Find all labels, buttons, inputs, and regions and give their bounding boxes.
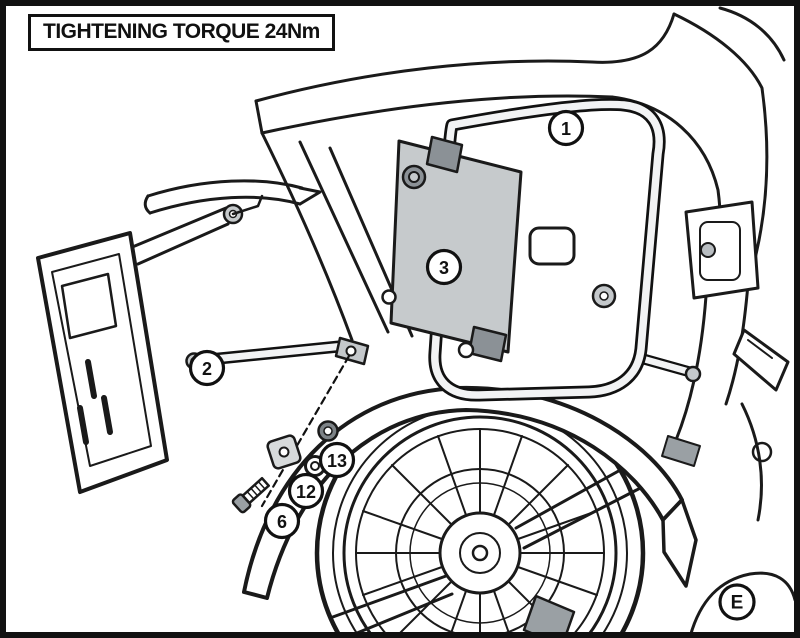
tail-light <box>684 200 760 300</box>
license-plate-holder <box>36 194 264 494</box>
square-washer <box>266 434 302 470</box>
brake-caliper <box>522 594 576 638</box>
callout-3-label: 3 <box>439 258 449 278</box>
footpeg <box>661 435 701 467</box>
turn-signal <box>732 328 790 392</box>
callout-2-label: 2 <box>202 359 212 379</box>
screw-part <box>231 476 270 514</box>
side-panel-details <box>528 226 617 309</box>
callout-12-label: 12 <box>296 482 316 502</box>
callouts: 1 2 3 13 12 6 <box>188 109 756 621</box>
callout-13-label: 13 <box>327 451 347 471</box>
panel-letter: E <box>731 593 744 614</box>
mounting-plate <box>381 135 523 363</box>
spokes <box>355 428 605 638</box>
callout-6: 6 <box>263 502 301 540</box>
callout-1-label: 1 <box>561 119 571 139</box>
torque-title: TIGHTENING TORQUE 24Nm <box>28 14 335 51</box>
panel-letter-badge: E <box>718 583 756 621</box>
callout-2: 2 <box>188 349 226 387</box>
rear-fender <box>242 385 698 600</box>
callout-3: 3 <box>425 248 463 286</box>
callout-13: 13 <box>318 441 356 479</box>
callout-12: 12 <box>287 472 325 510</box>
callout-6-label: 6 <box>277 512 287 532</box>
callout-1: 1 <box>547 109 585 147</box>
rear-wheel <box>314 387 646 638</box>
